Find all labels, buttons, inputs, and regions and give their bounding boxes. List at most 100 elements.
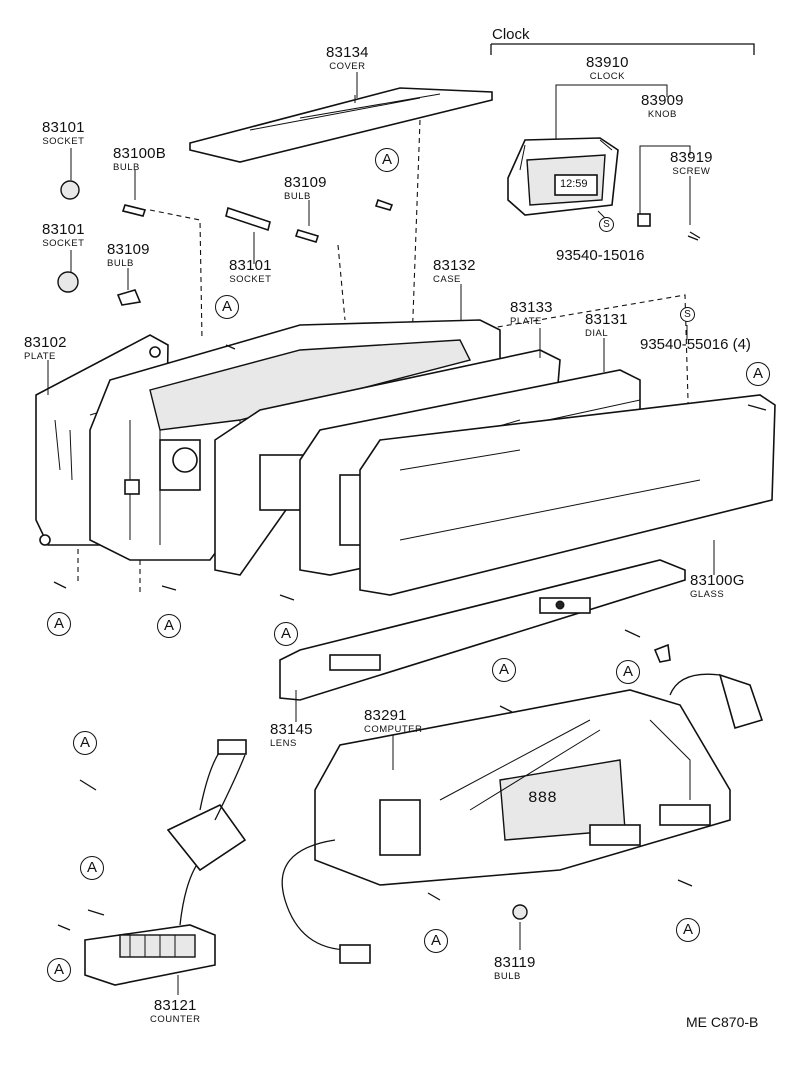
part-label-case: 83132 CASE bbox=[433, 258, 476, 285]
part-label-bulb-83109-b: 83109 BULB bbox=[107, 242, 150, 269]
part-number: 83291 bbox=[364, 707, 407, 724]
part-label-computer: 83291 COMPUTER bbox=[364, 708, 422, 735]
clock-group-bracket bbox=[490, 43, 755, 55]
part-name: BULB bbox=[284, 191, 311, 202]
clock-leader bbox=[555, 84, 668, 150]
part-name: KNOB bbox=[647, 109, 677, 120]
part-name: PLATE bbox=[510, 316, 542, 327]
part-label-bulb-83109-a: 83109 BULB bbox=[284, 175, 327, 202]
socket-part-3 bbox=[225, 206, 271, 232]
part-number: 83133 bbox=[510, 299, 553, 316]
clock-part bbox=[507, 137, 619, 216]
part-name: COVER bbox=[329, 61, 366, 72]
part-number: 83919 bbox=[670, 149, 713, 166]
part-number: 83109 bbox=[107, 241, 150, 258]
part-name: SOCKET bbox=[229, 274, 272, 285]
part-name: BULB bbox=[494, 971, 521, 982]
screw-top-a bbox=[374, 198, 394, 211]
part-number: 83100B bbox=[113, 145, 166, 162]
screw-a2 bbox=[161, 585, 177, 591]
counter-plug bbox=[217, 739, 247, 755]
screw-a8 bbox=[79, 779, 97, 791]
part-name: COUNTER bbox=[150, 1014, 201, 1025]
callout-a: A bbox=[47, 958, 71, 982]
callout-a: A bbox=[215, 295, 239, 319]
socket-part-2 bbox=[57, 271, 79, 293]
computer-part bbox=[314, 689, 731, 886]
part-number: 83101 bbox=[229, 257, 272, 274]
part-name: BULB bbox=[113, 162, 140, 173]
computer-connector-2 bbox=[718, 673, 764, 729]
part-name: DIAL bbox=[585, 328, 609, 339]
callout-a: A bbox=[80, 856, 104, 880]
drawing-code: ME C870-B bbox=[686, 1014, 759, 1030]
part-name: CLOCK bbox=[589, 71, 625, 82]
computer-cable bbox=[281, 839, 351, 951]
part-name: SOCKET bbox=[42, 238, 85, 249]
screw-number-55016: 93540-55016 (4) bbox=[640, 336, 751, 353]
screw-a7 bbox=[499, 705, 513, 713]
guide-line-1 bbox=[149, 209, 203, 341]
screw-a3 bbox=[279, 594, 295, 601]
callout-a: A bbox=[492, 658, 516, 682]
callout-a: A bbox=[424, 929, 448, 953]
part-number: 83131 bbox=[585, 311, 628, 328]
part-label-counter: 83121 COUNTER bbox=[150, 998, 200, 1025]
part-name: BULB bbox=[107, 258, 134, 269]
part-number: 83102 bbox=[24, 334, 67, 351]
lens-part bbox=[279, 559, 686, 701]
callout-a: A bbox=[47, 612, 71, 636]
part-number: 83134 bbox=[326, 44, 369, 61]
part-number: 83909 bbox=[641, 92, 684, 109]
part-number: 83910 bbox=[586, 54, 629, 71]
part-number: 83132 bbox=[433, 257, 476, 274]
screw-a4 bbox=[225, 344, 236, 350]
screw-a12 bbox=[677, 879, 693, 887]
callout-a: A bbox=[676, 918, 700, 942]
part-number: 83145 bbox=[270, 721, 313, 738]
bulb-part-83100b bbox=[121, 204, 147, 217]
callout-a: A bbox=[274, 622, 298, 646]
screw-a11 bbox=[427, 892, 441, 901]
part-label-cover: 83134 COVER bbox=[326, 45, 369, 72]
counter-part bbox=[84, 924, 216, 986]
part-label-dial: 83131 DIAL bbox=[585, 312, 628, 339]
glass-part bbox=[359, 394, 776, 596]
callout-a: A bbox=[157, 614, 181, 638]
part-name: CASE bbox=[433, 274, 461, 285]
callout-a: A bbox=[616, 660, 640, 684]
computer-cable-2 bbox=[669, 673, 721, 696]
part-label-socket-3: 83101 SOCKET bbox=[229, 258, 272, 285]
clock-display: 12:59 bbox=[560, 178, 588, 190]
part-label-clock: 83910 CLOCK bbox=[586, 55, 629, 82]
socket-part-1 bbox=[60, 180, 80, 200]
part-number: 83109 bbox=[284, 174, 327, 191]
clock-screw-leader bbox=[597, 210, 606, 219]
callout-a: A bbox=[73, 731, 97, 755]
bulb-part-83109-b bbox=[116, 289, 142, 306]
part-label-plate-83133: 83133 PLATE bbox=[510, 300, 553, 327]
clock-group-label: Clock bbox=[492, 26, 530, 43]
callout-a: A bbox=[746, 362, 770, 386]
bulb-part-83119 bbox=[512, 904, 528, 920]
counter-cable bbox=[179, 859, 201, 926]
part-label-socket-1: 83101 SOCKET bbox=[42, 120, 85, 147]
screw-a1 bbox=[53, 581, 67, 589]
part-name: SCREW bbox=[672, 166, 711, 177]
screw-part-83919 bbox=[687, 231, 701, 241]
part-name: LENS bbox=[270, 738, 297, 749]
part-label-glass: 83100G GLASS bbox=[690, 573, 745, 600]
callout-a: A bbox=[375, 148, 399, 172]
screw-a5 bbox=[747, 404, 767, 411]
part-name: COMPUTER bbox=[364, 724, 423, 735]
cover-part bbox=[189, 87, 493, 163]
screw-number-15016: 93540-15016 bbox=[556, 247, 645, 264]
guide-line-2 bbox=[409, 119, 421, 401]
knob-part bbox=[637, 213, 651, 227]
part-number: 83101 bbox=[42, 119, 85, 136]
clip-part bbox=[653, 643, 671, 663]
part-name: SOCKET bbox=[42, 136, 85, 147]
screw-a6 bbox=[624, 629, 641, 638]
part-name: PLATE bbox=[24, 351, 56, 362]
